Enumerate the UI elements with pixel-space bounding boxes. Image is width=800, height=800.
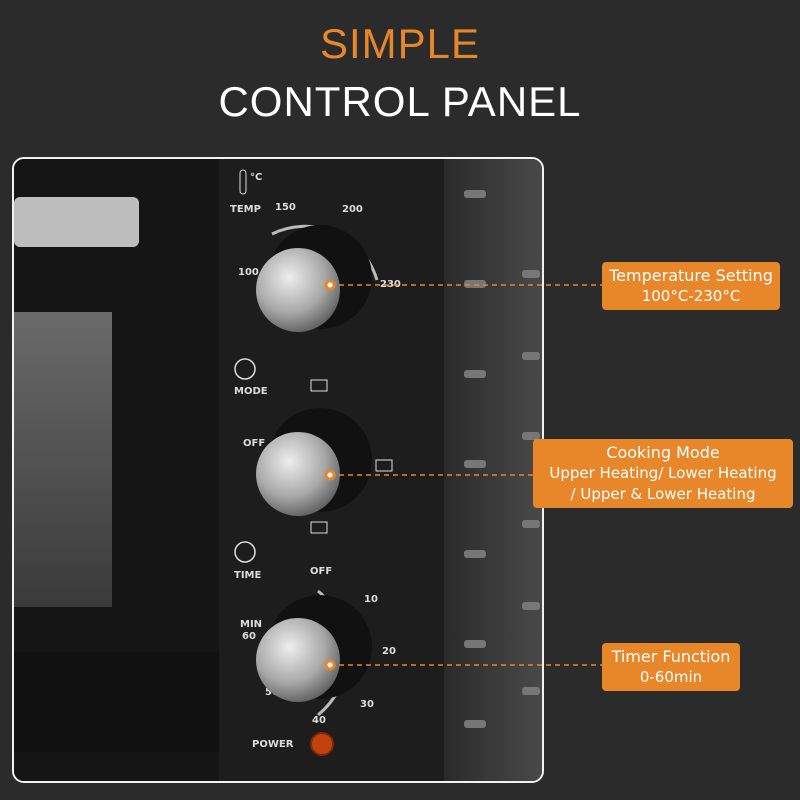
callout-title: Timer Function <box>611 647 731 666</box>
mode-knob[interactable] <box>256 432 340 516</box>
callout-text: / Upper & Lower Heating <box>570 485 756 503</box>
temp-label: TEMP <box>230 204 261 215</box>
temp-knob[interactable] <box>256 248 340 332</box>
svg-text:10: 10 <box>364 594 378 605</box>
svg-text:100: 100 <box>238 267 259 278</box>
heading-control-panel: CONTROL PANEL <box>218 78 582 125</box>
svg-text:30: 30 <box>360 699 374 710</box>
timer-knob[interactable] <box>256 618 340 702</box>
mode-callout-dot <box>324 469 336 481</box>
oven-illustration: TEMP °C 150 200 100 230 MODE OFF TIME OF… <box>14 159 542 781</box>
door-handle <box>14 197 139 247</box>
power-label: POWER <box>252 739 294 750</box>
upper-heat-icon <box>310 379 328 392</box>
power-indicator-light <box>310 732 334 756</box>
callout-temperature: Temperature Setting 100°C-230°C <box>602 262 780 310</box>
callout-text: 0-60min <box>639 668 703 686</box>
heading-simple: SIMPLE <box>319 20 481 67</box>
svg-text:°C: °C <box>250 172 262 183</box>
thermometer-icon <box>239 169 247 195</box>
svg-text:150: 150 <box>275 202 296 213</box>
callout-cooking-mode: Cooking Mode Upper Heating/ Lower Heatin… <box>533 439 793 508</box>
svg-text:60: 60 <box>242 631 256 642</box>
callout-timer: Timer Function 0-60min <box>602 643 740 691</box>
clock-icon <box>234 541 256 563</box>
callout-title: Cooking Mode <box>606 443 720 462</box>
timer-callout-dot <box>324 659 336 671</box>
svg-text:230: 230 <box>380 279 401 290</box>
both-heat-icon <box>310 521 328 534</box>
temp-callout-dot <box>324 279 336 291</box>
svg-text:20: 20 <box>382 646 396 657</box>
door-window <box>14 312 112 607</box>
time-label: TIME <box>234 570 261 581</box>
product-photo: TEMP °C 150 200 100 230 MODE OFF TIME OF… <box>12 157 544 783</box>
flame-icon <box>234 358 256 380</box>
lower-heat-icon <box>375 459 393 472</box>
callout-text: 100°C-230°C <box>641 287 741 305</box>
svg-text:MIN: MIN <box>240 619 262 630</box>
svg-text:OFF: OFF <box>243 438 265 449</box>
svg-text:OFF: OFF <box>310 566 332 577</box>
callout-title: Temperature Setting <box>609 266 773 285</box>
callout-text: Upper Heating/ Lower Heating <box>549 464 777 482</box>
mode-label: MODE <box>234 386 268 397</box>
svg-text:40: 40 <box>312 715 326 726</box>
svg-text:200: 200 <box>342 204 363 215</box>
oven-side <box>444 159 542 781</box>
side-vents <box>464 190 540 728</box>
